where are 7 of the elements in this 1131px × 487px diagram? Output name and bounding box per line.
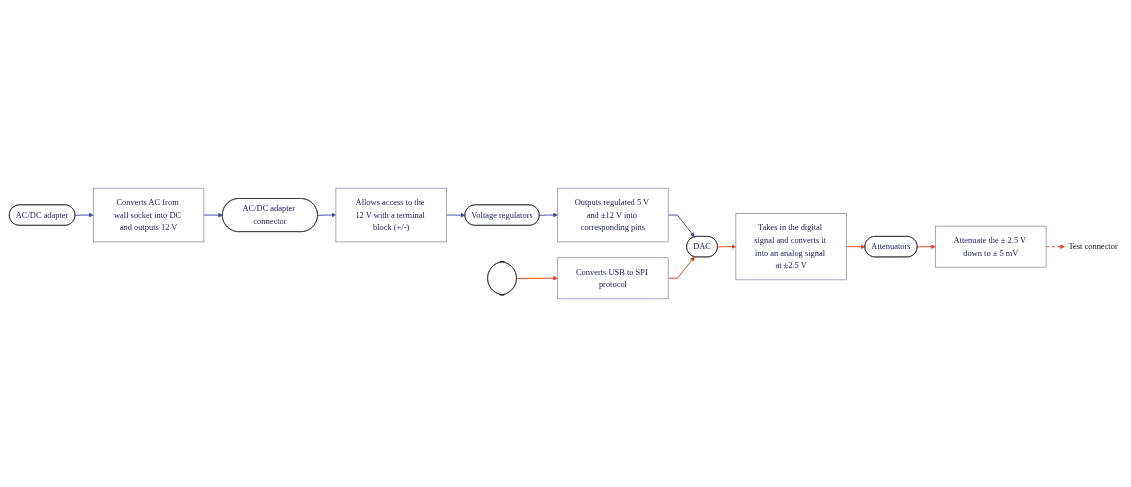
node-box: Allows access to the 12 V with a terminal block (+/-) [335, 187, 447, 243]
node-box: Converts USB to SPI protocol [557, 257, 669, 300]
node-box: Converts AC from wall socket into DC and outputs 12 V [93, 187, 205, 243]
node-box: Attenuate the ± 2.5 V down to ± 5 mV [935, 225, 1047, 268]
node-text: Test connector [1068, 241, 1118, 251]
node-box: Outputs regulated 5 V and ±12 V into corresponding pins [557, 187, 669, 243]
node-box: Takes in the digital signal and converts it into an analog signal at ±2.5 V [735, 213, 847, 281]
